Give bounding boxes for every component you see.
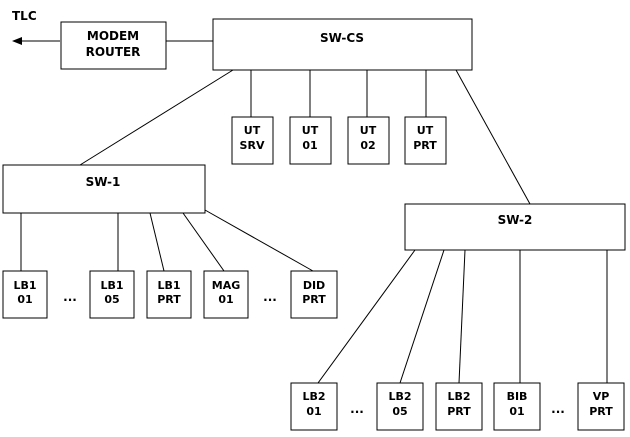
sw1-device-line2: 05 — [104, 293, 119, 306]
core-device-line2: 02 — [360, 139, 375, 152]
core-device-line1: UT — [360, 124, 377, 137]
modem-router[interactable]: MODEM ROUTER — [60, 21, 167, 70]
core-device-box — [231, 116, 274, 165]
core-device-2[interactable]: UT 02 — [347, 116, 390, 165]
switch-sw2-label: SW-2 — [498, 213, 533, 227]
sw1-device-line1: DID — [303, 279, 325, 292]
tlc-arrow-head — [12, 37, 22, 45]
modem-router-line2: ROUTER — [86, 45, 141, 59]
core-device-box — [289, 116, 332, 165]
sw2-device-0[interactable]: LB2 01 — [290, 382, 338, 431]
sw2-device-line2: 05 — [392, 405, 407, 418]
sw2-ellipsis-2: ... — [551, 402, 565, 416]
sw2-lb2prt-link — [458, 249, 466, 384]
core-device-0[interactable]: UT SRV — [231, 116, 274, 165]
core-device-box — [404, 116, 447, 165]
sw1-device-0[interactable]: LB1 01 — [2, 270, 48, 319]
sw1-device-box — [89, 270, 135, 319]
sw1-device-line1: LB1 — [13, 279, 36, 292]
sw1-device-box — [203, 270, 249, 319]
modem-router-box — [60, 21, 167, 70]
sw1-ellipsis-2: ... — [263, 290, 277, 304]
switch-sw2[interactable]: SW-2 — [404, 203, 626, 251]
sw1-device-line2: PRT — [302, 293, 326, 306]
sw2-device-line1: VP — [593, 390, 610, 403]
sw2-device-line2: 01 — [509, 405, 524, 418]
sw2-device-box — [290, 382, 338, 431]
connections — [12, 37, 608, 384]
sw2-device-box — [577, 382, 625, 431]
core-sw2-link — [455, 69, 531, 205]
switch-core-box — [212, 18, 473, 71]
sw2-device-line1: LB2 — [388, 390, 411, 403]
switch-core[interactable]: SW-CS — [212, 18, 473, 71]
sw1-device-box — [2, 270, 48, 319]
tlc-label: TLC — [12, 9, 37, 23]
sw1-device-box — [290, 270, 338, 319]
core-device-box — [347, 116, 390, 165]
sw2-device-line1: BIB — [507, 390, 528, 403]
sw1-mag01-link — [182, 212, 225, 272]
sw2-device-box — [435, 382, 483, 431]
sw2-device-3[interactable]: BIB 01 — [493, 382, 541, 431]
sw2-device-line2: PRT — [589, 405, 613, 418]
core-device-1[interactable]: UT 01 — [289, 116, 332, 165]
sw1-device-line2: PRT — [157, 293, 181, 306]
core-device-3[interactable]: UT PRT — [404, 116, 447, 165]
sw2-device-1[interactable]: LB2 05 — [376, 382, 424, 431]
sw1-device-line2: 01 — [218, 293, 233, 306]
sw1-device-line2: 01 — [17, 293, 32, 306]
sw2-device-box — [493, 382, 541, 431]
switch-sw1-label: SW-1 — [86, 175, 121, 189]
modem-router-line1: MODEM — [87, 29, 139, 43]
sw1-lb1prt-link — [149, 212, 165, 272]
core-device-line1: UT — [302, 124, 319, 137]
sw2-device-2[interactable]: LB2 PRT — [435, 382, 483, 431]
core-device-line2: 01 — [302, 139, 317, 152]
sw1-device-box — [146, 270, 192, 319]
sw1-device-2[interactable]: LB1 PRT — [146, 270, 192, 319]
sw2-device-4[interactable]: VP PRT — [577, 382, 625, 431]
sw1-device-line1: MAG — [212, 279, 241, 292]
core-device-line2: PRT — [413, 139, 437, 152]
sw2-device-line1: LB2 — [447, 390, 470, 403]
switch-sw2-box — [404, 203, 626, 251]
sw2-ellipsis-1: ... — [350, 402, 364, 416]
core-device-line1: UT — [244, 124, 261, 137]
sw2-device-line2: 01 — [306, 405, 321, 418]
sw1-device-1[interactable]: LB1 05 — [89, 270, 135, 319]
sw2-lb205-link — [399, 249, 445, 384]
sw2-device-line1: LB2 — [302, 390, 325, 403]
sw2-lb201-link — [317, 249, 416, 384]
core-device-line2: SRV — [240, 139, 265, 152]
switch-sw1-box — [2, 164, 206, 214]
sw1-device-3[interactable]: MAG 01 — [203, 270, 249, 319]
sw1-device-4[interactable]: DID PRT — [290, 270, 338, 319]
sw1-device-line1: LB1 — [157, 279, 180, 292]
sw2-device-line2: PRT — [447, 405, 471, 418]
sw1-didprt-link — [204, 209, 314, 272]
switch-sw1[interactable]: SW-1 — [2, 164, 206, 214]
sw1-device-line1: LB1 — [100, 279, 123, 292]
core-sw1-link — [79, 69, 234, 166]
sw2-device-box — [376, 382, 424, 431]
core-device-line1: UT — [417, 124, 434, 137]
sw1-ellipsis-1: ... — [63, 290, 77, 304]
switch-core-label: SW-CS — [320, 31, 364, 45]
